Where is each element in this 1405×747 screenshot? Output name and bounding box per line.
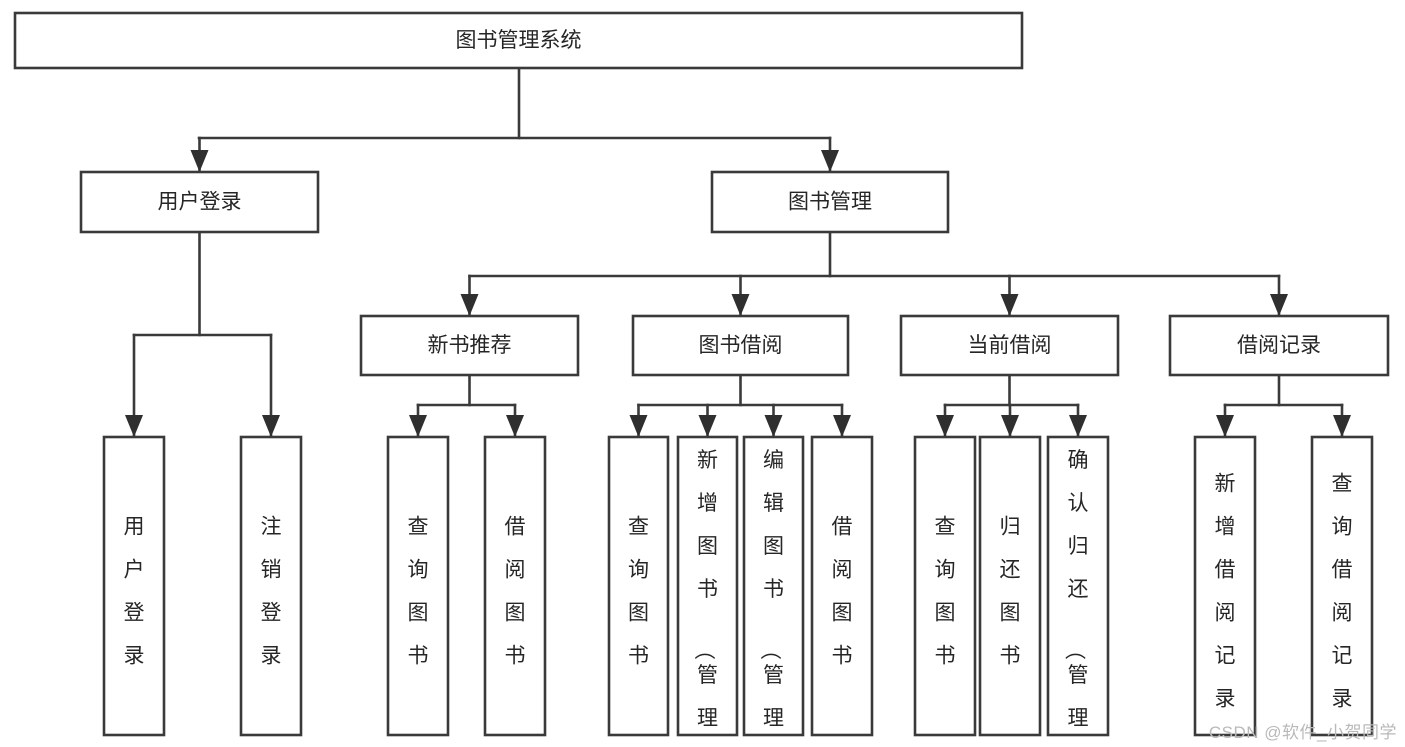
leaf-node-6-label: 编辑图书（管理员） [758, 449, 784, 747]
leaf-node-9-box[interactable] [978, 435, 1042, 737]
level2-node-label-0: 用户登录 [158, 191, 242, 214]
leaf-node-10-label: 确认归还（管理员） [1063, 449, 1089, 747]
leaf-node-11-box[interactable] [1193, 435, 1257, 737]
connector-layer [125, 66, 1351, 437]
leaf-node-4-box[interactable] [607, 435, 670, 737]
root-node-book-management-system-box[interactable] [13, 11, 1024, 70]
leaf-node-2-label: 查询图书 [408, 516, 429, 668]
node-layer: 图书管理系统用户登录图书管理新书推荐图书借阅当前借阅借阅记录用户登录注销登录查询… [13, 11, 1390, 747]
leaf-node-7[interactable]: 借阅图书 [810, 435, 874, 737]
root-node-label: 图书管理系统 [456, 29, 582, 52]
leaf-node-1[interactable]: 注销登录 [239, 435, 303, 737]
arrow-head-icon [460, 294, 479, 316]
arrow-head-icon [764, 415, 783, 437]
leaf-node-1-label: 注销登录 [261, 516, 282, 668]
leaf-node-11[interactable]: 新增借阅记录 [1193, 435, 1257, 737]
leaf-node-5-box[interactable] [676, 435, 739, 737]
level2-node-label-1: 图书管理 [788, 191, 872, 214]
leaf-node-3-label: 借阅图书 [505, 516, 526, 668]
arrow-head-icon [506, 415, 524, 437]
root-node-book-management-system[interactable]: 图书管理系统 [13, 11, 1024, 70]
leaf-node-6[interactable]: 编辑图书（管理员） [742, 435, 805, 747]
leaf-node-3-box[interactable] [483, 435, 547, 737]
leaf-node-0-box[interactable] [102, 435, 166, 737]
arrow-head-icon [262, 415, 280, 437]
leaf-node-7-label: 借阅图书 [832, 516, 853, 668]
leaf-node-5-label: 新增图书（管理员） [692, 449, 718, 747]
leaf-node-12-box[interactable] [1310, 435, 1374, 737]
arrow-head-icon [698, 415, 717, 437]
leaf-node-12-label: 查询借阅记录 [1332, 473, 1353, 711]
level3-node-2-box[interactable] [899, 314, 1120, 377]
level3-node-3[interactable]: 借阅记录 [1168, 314, 1390, 377]
leaf-node-9[interactable]: 归还图书 [978, 435, 1042, 737]
level3-node-1[interactable]: 图书借阅 [631, 314, 850, 377]
level2-node-1[interactable]: 图书管理 [710, 170, 950, 234]
level3-node-label-1: 图书借阅 [699, 334, 783, 357]
arrow-head-icon [1001, 415, 1019, 437]
leaf-node-5[interactable]: 新增图书（管理员） [676, 435, 739, 747]
leaf-node-8[interactable]: 查询图书 [913, 435, 977, 737]
arrow-head-icon [629, 415, 648, 437]
leaf-node-4-label: 查询图书 [628, 516, 649, 668]
level3-node-1-box[interactable] [631, 314, 850, 377]
level2-node-1-box[interactable] [710, 170, 950, 234]
arrow-head-icon [125, 415, 143, 437]
level2-node-0[interactable]: 用户登录 [79, 170, 320, 234]
arrow-head-icon [409, 415, 427, 437]
level3-node-label-3: 借阅记录 [1237, 334, 1321, 357]
leaf-node-10-box[interactable] [1046, 435, 1110, 737]
arrow-head-icon [1270, 294, 1288, 316]
leaf-node-0-label: 用户登录 [124, 516, 145, 668]
level3-node-0[interactable]: 新书推荐 [359, 314, 580, 377]
level3-node-label-0: 新书推荐 [428, 334, 512, 357]
arrow-head-icon [731, 294, 750, 316]
leaf-node-8-label: 查询图书 [935, 516, 956, 668]
leaf-node-7-box[interactable] [810, 435, 874, 737]
arrow-head-icon [1000, 294, 1019, 316]
leaf-node-1-box[interactable] [239, 435, 303, 737]
leaf-node-10[interactable]: 确认归还（管理员） [1046, 435, 1110, 747]
level3-node-2[interactable]: 当前借阅 [899, 314, 1120, 377]
arrow-head-icon [190, 150, 209, 172]
arrow-head-icon [1333, 415, 1351, 437]
arrow-head-icon [821, 150, 839, 172]
leaf-node-11-label: 新增借阅记录 [1215, 473, 1236, 711]
csdn-watermark: CSDN @软件_小贺同学 [1208, 723, 1397, 742]
leaf-node-8-box[interactable] [913, 435, 977, 737]
leaf-node-3[interactable]: 借阅图书 [483, 435, 547, 737]
arrow-head-icon [936, 415, 954, 437]
arrow-head-icon [1069, 415, 1087, 437]
leaf-node-9-label: 归还图书 [1000, 516, 1021, 668]
leaf-node-2[interactable]: 查询图书 [386, 435, 450, 737]
leaf-node-2-box[interactable] [386, 435, 450, 737]
level3-node-label-2: 当前借阅 [968, 334, 1052, 357]
level3-node-3-box[interactable] [1168, 314, 1390, 377]
leaf-node-12[interactable]: 查询借阅记录 [1310, 435, 1374, 737]
arrow-head-icon [1216, 415, 1234, 437]
leaf-node-0[interactable]: 用户登录 [102, 435, 166, 737]
level3-node-0-box[interactable] [359, 314, 580, 377]
level2-node-0-box[interactable] [79, 170, 320, 234]
leaf-node-4[interactable]: 查询图书 [607, 435, 670, 737]
arrow-head-icon [833, 415, 851, 437]
leaf-node-6-box[interactable] [742, 435, 805, 737]
